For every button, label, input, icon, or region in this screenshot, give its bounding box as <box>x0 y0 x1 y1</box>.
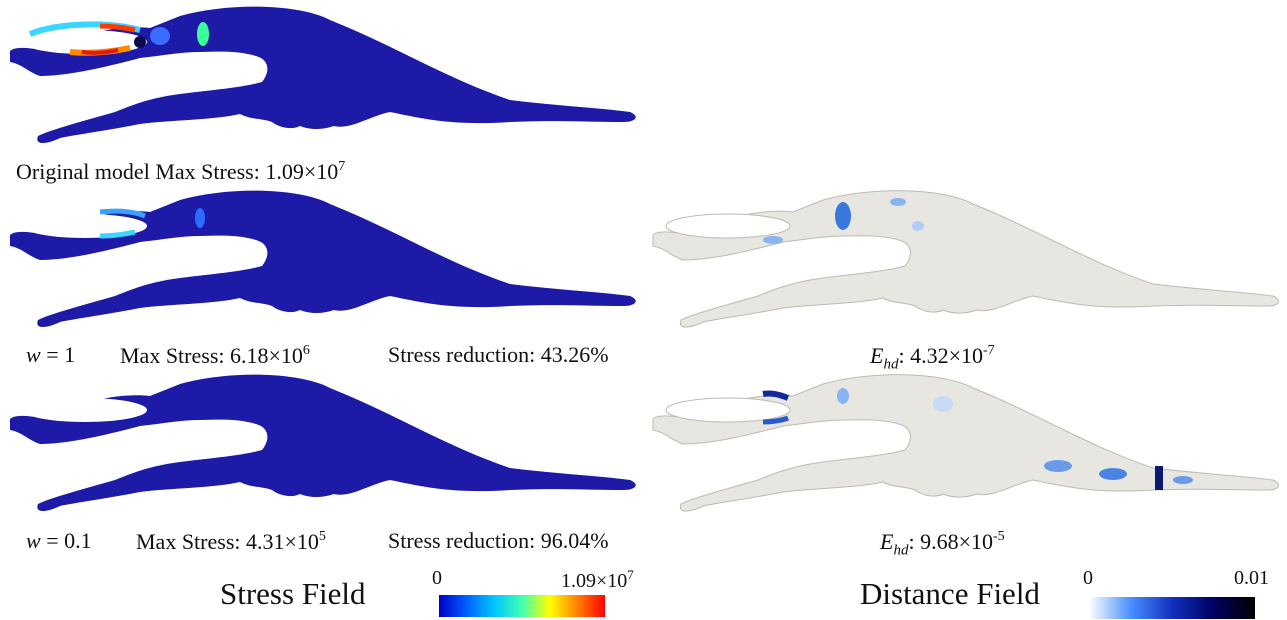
distance-legend-min: 0 <box>1083 567 1093 589</box>
original-max-stress-value: 1.09×10 <box>265 159 339 184</box>
stress-colorbar <box>439 595 605 617</box>
stress-legend-max-exponent: 7 <box>627 567 634 582</box>
w1-ehd-symbol: E <box>870 343 884 368</box>
distance-legend-title: Distance Field <box>860 576 1040 611</box>
w1-weight-value: = 1 <box>46 342 76 367</box>
w01-ehd-subscript: hd <box>893 542 909 559</box>
w01-caption: w = 0.1 <box>26 530 92 552</box>
w01-weight-value: = 0.1 <box>46 528 92 553</box>
w01-ehd-symbol: E <box>880 529 894 554</box>
w1-max-stress-exponent: 6 <box>302 343 310 358</box>
w01-max-stress-label: Max Stress: <box>136 529 241 554</box>
w1-caption: w = 1 <box>26 344 75 366</box>
w01-max-stress-exponent: 5 <box>318 529 326 544</box>
w01-weight-symbol: w <box>26 528 41 553</box>
w1-max-stress-label: Max Stress: <box>120 343 225 368</box>
distance-legend-max: 0.01 <box>1234 567 1269 589</box>
w01-model-distance-view <box>652 374 1280 512</box>
w1-ehd: Ehd: 4.32×10-7 <box>870 344 995 372</box>
w01-ehd-value: : 9.68×10 <box>908 529 993 554</box>
w1-reduction: Stress reduction: 43.26% <box>388 344 609 366</box>
stress-legend-max: 1.09×107 <box>561 568 634 591</box>
w1-model-stress-view <box>9 190 636 327</box>
w1-reduction-label: Stress reduction: <box>388 342 536 367</box>
distance-colorbar <box>1089 597 1255 619</box>
w1-max-stress-value: 6.18×10 <box>230 343 303 368</box>
w01-max-stress-value: 4.31×10 <box>246 529 319 554</box>
w01-reduction: Stress reduction: 96.04% <box>388 530 609 552</box>
w1-max-stress: Max Stress: 6.18×106 <box>120 344 310 367</box>
original-model-label: Original model <box>16 159 150 184</box>
w01-max-stress: Max Stress: 4.31×105 <box>136 530 326 553</box>
w01-reduction-label: Stress reduction: <box>388 528 536 553</box>
w1-ehd-exponent: -7 <box>982 343 995 358</box>
w01-ehd: Ehd: 9.68×10-5 <box>880 530 1005 558</box>
stress-legend-title: Stress Field <box>220 576 366 611</box>
w01-reduction-value: 96.04% <box>540 528 609 553</box>
original-model-caption: Original model Max Stress: 1.09×107 <box>16 160 345 183</box>
w1-ehd-value: : 4.32×10 <box>898 343 983 368</box>
original-model-stress-view <box>9 6 636 143</box>
w01-model-stress-view <box>9 374 636 511</box>
w1-reduction-value: 43.26% <box>540 342 609 367</box>
original-max-stress-label: Max Stress: <box>155 159 260 184</box>
w01-ehd-exponent: -5 <box>992 529 1005 544</box>
w1-weight-symbol: w <box>26 342 41 367</box>
w1-model-distance-view <box>652 190 1280 328</box>
w1-ehd-subscript: hd <box>883 356 899 373</box>
original-max-stress-exponent: 7 <box>338 159 346 174</box>
stress-legend-max-value: 1.09×10 <box>561 570 628 592</box>
stress-legend-min: 0 <box>432 567 442 589</box>
